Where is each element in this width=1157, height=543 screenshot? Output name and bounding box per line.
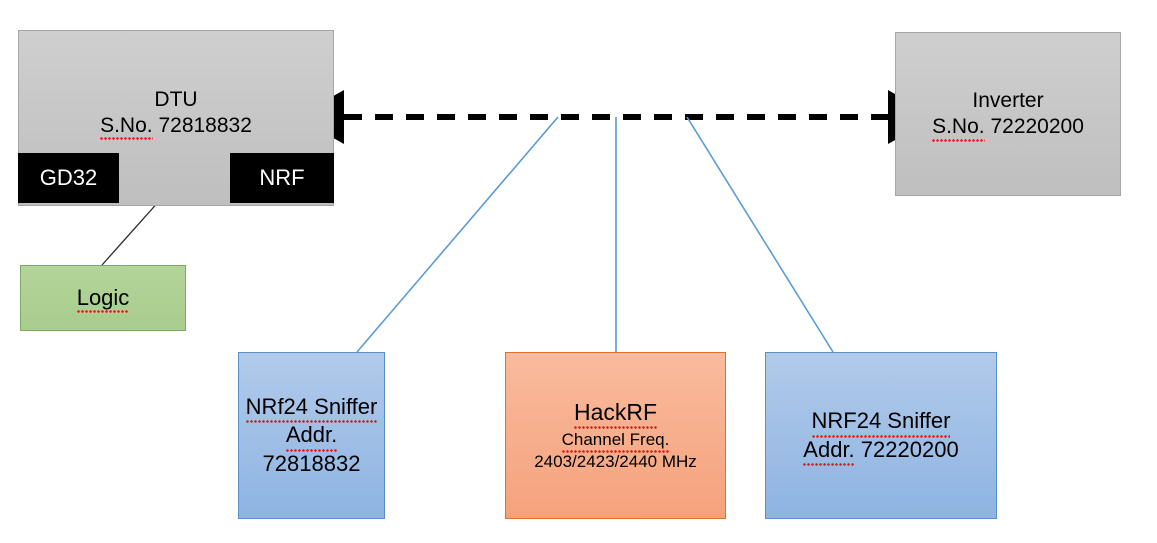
- hackrf-title: HackRF: [573, 398, 658, 429]
- node-inverter[interactable]: Inverter S.No. 72220200: [895, 32, 1121, 196]
- node-hackrf[interactable]: HackRF Channel Freq. 2403/2423/2440 MHz: [505, 352, 726, 519]
- sniffer-left-title: NRf24 Sniffer: [239, 393, 384, 423]
- node-sniffer-right[interactable]: NRF24 Sniffer Addr. 72220200: [765, 352, 997, 519]
- sniffer-right-title-text: NRF24 Sniffer: [811, 407, 950, 438]
- inverter-serial-label: S.No.: [932, 115, 985, 142]
- connector-sniffer-right-tap: [686, 116, 834, 353]
- dtu-label-group: DTU S.No. 72818832: [100, 87, 252, 140]
- sniffer-right-title: NRF24 Sniffer: [803, 407, 958, 438]
- sniffer-left-addr-line: Addr. 72818832: [239, 421, 384, 478]
- sniffer-left-addr-value: 72818832: [262, 450, 361, 476]
- dtu-serial-line: S.No. 72818832: [100, 113, 252, 140]
- node-sniffer-left[interactable]: NRf24 Sniffer Addr. 72818832: [238, 352, 385, 519]
- inverter-serial-line: S.No. 72220200: [932, 114, 1084, 142]
- sniffer-right-addr-value: 72220200: [860, 436, 959, 462]
- sniffer-left-addr-label: Addr.: [285, 421, 338, 452]
- inverter-title: Inverter: [972, 89, 1044, 113]
- nrf-label: NRF: [259, 165, 305, 190]
- sniffer-right-addr-line: Addr. 72220200: [803, 436, 959, 466]
- sniffer-left-label-group: NRf24 Sniffer Addr. 72818832: [239, 393, 384, 479]
- sniffer-left-title-text: NRf24 Sniffer: [245, 393, 377, 423]
- node-gd32[interactable]: GD32: [18, 153, 119, 203]
- dtu-title: DTU: [154, 88, 198, 111]
- connector-sniffer-left-tap: [356, 116, 559, 353]
- hackrf-sub-label: Channel Freq.: [561, 429, 669, 453]
- dtu-serial-label: S.No.: [100, 113, 153, 140]
- logic-label: Logic: [76, 285, 130, 313]
- hackrf-frequencies: 2403/2423/2440 MHz: [534, 451, 697, 471]
- sniffer-right-addr-label: Addr.: [803, 436, 856, 466]
- node-nrf[interactable]: NRF: [230, 153, 334, 203]
- hackrf-title-text: HackRF: [573, 399, 658, 429]
- inverter-serial-value: 72220200: [990, 115, 1084, 138]
- inverter-label-group: Inverter S.No. 72220200: [932, 88, 1084, 142]
- node-logic[interactable]: Logic: [20, 265, 186, 331]
- sniffer-right-label-group: NRF24 Sniffer Addr. 72220200: [803, 407, 959, 466]
- gd32-label: GD32: [39, 165, 98, 190]
- hackrf-sub-text: Channel Freq.: [561, 429, 669, 453]
- dtu-serial-value: 72818832: [158, 113, 252, 137]
